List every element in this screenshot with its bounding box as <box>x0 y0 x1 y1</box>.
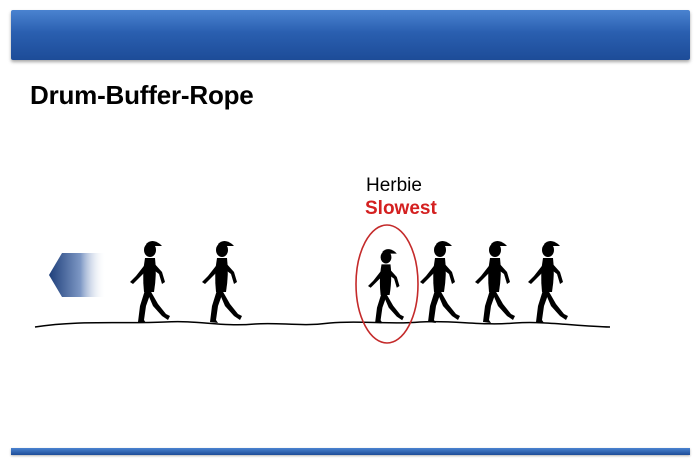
walker-6 <box>528 241 568 323</box>
slowest-label: Slowest <box>365 198 437 219</box>
left-arrow-icon <box>49 253 106 297</box>
slowest-highlight-circle <box>355 224 419 344</box>
walker-1 <box>130 241 170 323</box>
walker-5 <box>475 241 515 323</box>
herbie-label: Herbie <box>366 175 422 196</box>
walker-2 <box>202 241 242 323</box>
ground-line <box>34 320 611 328</box>
header-bar <box>11 10 690 60</box>
slide-title: Drum-Buffer-Rope <box>30 80 254 110</box>
footer-bar <box>11 448 690 455</box>
walker-3 <box>368 249 404 323</box>
walker-4 <box>420 241 460 323</box>
